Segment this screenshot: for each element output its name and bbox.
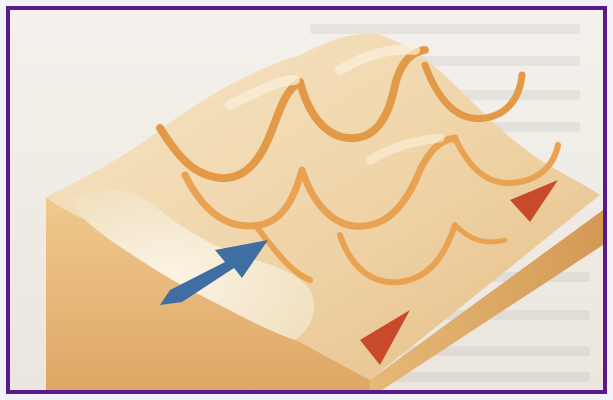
dune-block-diagram: [10, 10, 603, 390]
image-frame: [6, 6, 607, 394]
